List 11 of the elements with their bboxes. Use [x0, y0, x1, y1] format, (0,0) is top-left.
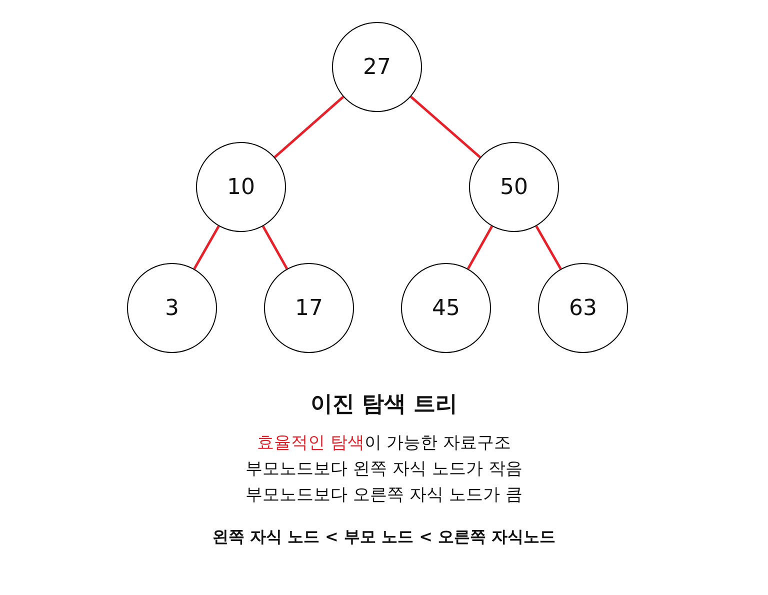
connector-line — [262, 226, 288, 270]
connector-line — [410, 96, 481, 158]
connector-line — [466, 226, 494, 270]
connector-line — [535, 225, 562, 270]
connector-line — [274, 96, 344, 158]
description-text: 부모노드보다 오른쪽 자식 노드가 큼 — [246, 484, 522, 506]
description-text: 효율적인 탐색 이 가능한 자료구조 — [256, 432, 512, 454]
connector-line — [193, 225, 220, 270]
diagram-title: 이진 탐색 트리 — [310, 391, 458, 419]
ordering-rule-text: 왼쪽 자식 노드 < 부모 노드 < 오른쪽 자식노드 — [212, 526, 556, 548]
description-text: 부모노드보다 왼쪽 자식 노드가 작음 — [246, 458, 522, 480]
